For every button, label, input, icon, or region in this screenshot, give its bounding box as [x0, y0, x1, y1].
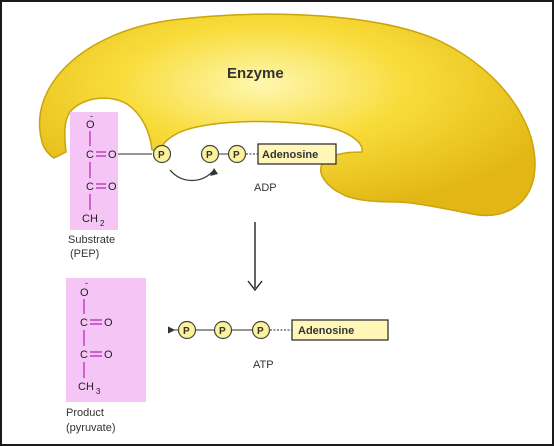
adp-label: ADP [254, 182, 277, 194]
transfer-arrowhead [210, 168, 218, 176]
product-atom-c2: C [80, 349, 88, 361]
substrate-charge: - [90, 111, 93, 121]
adp-phosphate-1-symbol: P [206, 150, 213, 161]
substrate-sublabel: (PEP) [70, 248, 99, 260]
atp-incoming-arrow [167, 326, 176, 334]
atp-phosphate-3-symbol: P [257, 326, 264, 337]
product-bg [66, 278, 146, 402]
atp-label: ATP [253, 359, 274, 371]
substrate-label: Substrate [68, 234, 115, 246]
atp-phosphate-1-symbol: P [183, 326, 190, 337]
product-charge: - [85, 278, 88, 288]
atp-adenosine-box [291, 319, 389, 341]
substrate-phosphate-symbol: P [158, 150, 165, 161]
product-atom-o3: O [104, 349, 113, 361]
adp-phosphate-1 [200, 144, 220, 164]
atp-phosphate-1 [177, 320, 197, 340]
substrate-atom-o1: O [86, 119, 95, 131]
product-atom-c1: C [80, 317, 88, 329]
adp-adenosine-label: Adenosine [262, 149, 318, 161]
reaction-arrowhead [247, 280, 263, 292]
atp-phosphate-2 [213, 320, 233, 340]
enzyme-label: Enzyme [227, 65, 284, 82]
product-label: Product [66, 407, 104, 419]
product-atom-ch: CH [78, 381, 94, 393]
atp-phosphate-3 [251, 320, 271, 340]
substrate-atom-o2: O [108, 149, 117, 161]
product-sublabel: (pyruvate) [66, 422, 116, 434]
substrate-atom-c1: C [86, 149, 94, 161]
atp-adenosine-label: Adenosine [298, 325, 354, 337]
substrate-atom-o3: O [108, 181, 117, 193]
adp-phosphate-2 [227, 144, 247, 164]
substrate-atom-c2: C [86, 181, 94, 193]
enzyme-shape [38, 13, 536, 217]
substrate-phosphate [152, 144, 172, 164]
substrate-bg [70, 112, 118, 230]
substrate-atom-ch: CH [82, 213, 98, 225]
adp-phosphate-2-symbol: P [233, 150, 240, 161]
atp-phosphate-2-symbol: P [219, 326, 226, 337]
product-atom-o1: O [80, 287, 89, 299]
product-atom-o2: O [104, 317, 113, 329]
transfer-arrow [169, 169, 215, 182]
adp-adenosine-box [257, 143, 337, 165]
substrate-subscript: 2 [100, 219, 105, 228]
product-subscript: 3 [96, 387, 101, 396]
